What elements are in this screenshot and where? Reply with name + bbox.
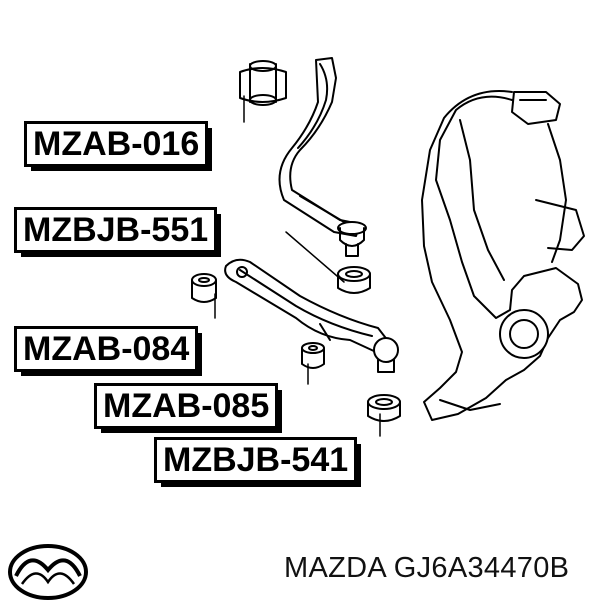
upper-control-arm-part: [278, 57, 361, 237]
steering-knuckle-part: [421, 90, 585, 421]
lower-ball-joint-part: [367, 337, 401, 422]
part-label-mzab-085: MZAB-085: [94, 383, 283, 433]
lower-arm-rear-bushing-part: [301, 342, 325, 369]
lower-control-arm-part: [224, 258, 393, 353]
leader-lines: [214, 95, 381, 437]
lower-arm-front-bushing-part: [191, 273, 217, 303]
part-number-caption: MAZDA GJ6A34470B: [284, 552, 570, 584]
upper-ball-joint-part: [337, 221, 371, 294]
part-label-mzbjb-551: MZBJB-551: [14, 207, 222, 257]
part-label-mzbjb-541: MZBJB-541: [154, 437, 362, 487]
mazda-logo-icon: [8, 544, 88, 600]
part-label-mzab-016: MZAB-016: [24, 121, 213, 171]
upper-arm-bushing-part: [239, 60, 287, 106]
part-label-mzab-084: MZAB-084: [14, 326, 203, 376]
